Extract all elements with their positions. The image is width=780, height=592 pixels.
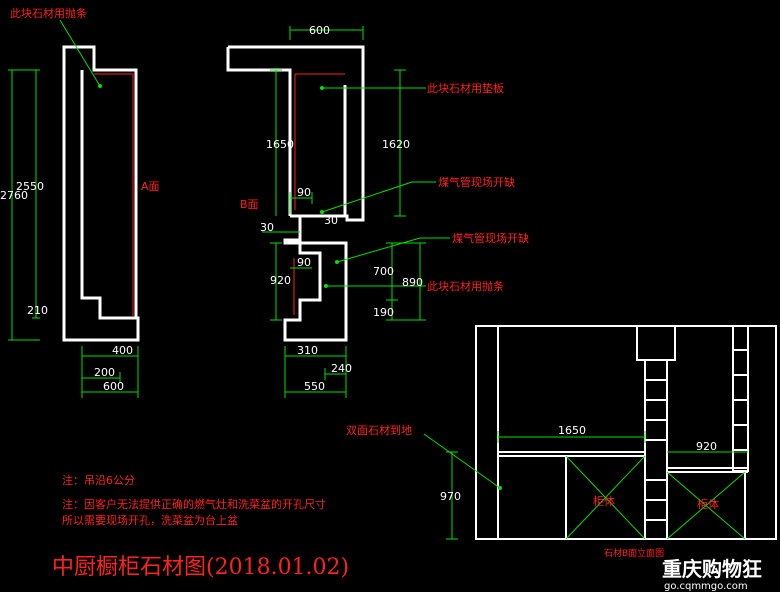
dim-920-left: 920 (270, 274, 291, 287)
dim-890: 890 (402, 276, 423, 289)
dim-920-elev: 920 (696, 440, 717, 453)
dim-2760: 2760 (0, 189, 28, 202)
dim-240: 240 (331, 362, 352, 375)
top-left-note: 此块石材用抛条 (10, 6, 87, 20)
dim-210: 210 (27, 304, 48, 317)
dim-2550: 2550 (16, 180, 44, 193)
dim-190: 190 (373, 306, 394, 319)
note-2-line-2: 所以需要现场开孔，洗菜盆为台上盆 (62, 513, 238, 527)
elevation-caption: 石材B面立面图 (604, 547, 664, 559)
pad-note: 此块石材用垫板 (427, 81, 504, 95)
middle-stone-piece (226, 45, 365, 342)
dim-550: 550 (304, 380, 325, 393)
left-stone-piece (62, 45, 140, 342)
dim-1650-elev: 1650 (558, 424, 586, 437)
dim-90-b: 90 (297, 256, 311, 269)
double-side-note: 双面石材到地 (346, 423, 412, 437)
face-b-label: B面 (240, 198, 259, 211)
watermark-url: go.cqmmgo.com (664, 581, 748, 592)
gas-note-2: 煤气管现场开缺 (452, 231, 529, 245)
dim-400: 400 (112, 344, 133, 357)
dim-90-a: 90 (297, 186, 311, 199)
dim-600-bottom: 600 (103, 380, 124, 393)
dim-1620: 1620 (382, 138, 410, 151)
cabinet-label-1: 柜体 (593, 494, 615, 508)
dim-310: 310 (297, 344, 318, 357)
cabinet-label-2: 柜体 (697, 497, 719, 511)
watermark-brand: 重庆购物狂 (662, 557, 762, 581)
bottom-strip-note: 此块石材用抛条 (427, 279, 504, 293)
left-dimensions (8, 19, 139, 398)
dim-600-top: 600 (309, 24, 330, 37)
note-2-line-1: 注：因客户无法提供正确的燃气灶和洗菜盆的开孔尺寸 (62, 497, 326, 511)
gas-note-1: 煤气管现场开缺 (438, 175, 515, 189)
dim-700: 700 (373, 265, 394, 278)
elevation-view (423, 325, 777, 540)
note-1: 注：吊沿6公分 (62, 473, 135, 487)
dim-30-b: 30 (260, 221, 274, 234)
drawing-title: 中厨橱柜石材图(2018.01.02) (52, 555, 349, 580)
dim-200: 200 (94, 366, 115, 379)
middle-dimensions (262, 26, 450, 398)
dim-1650-left: 1650 (266, 138, 294, 151)
dim-970: 970 (440, 490, 461, 503)
face-a-label: A面 (141, 180, 160, 193)
dim-30-a: 30 (324, 214, 338, 227)
